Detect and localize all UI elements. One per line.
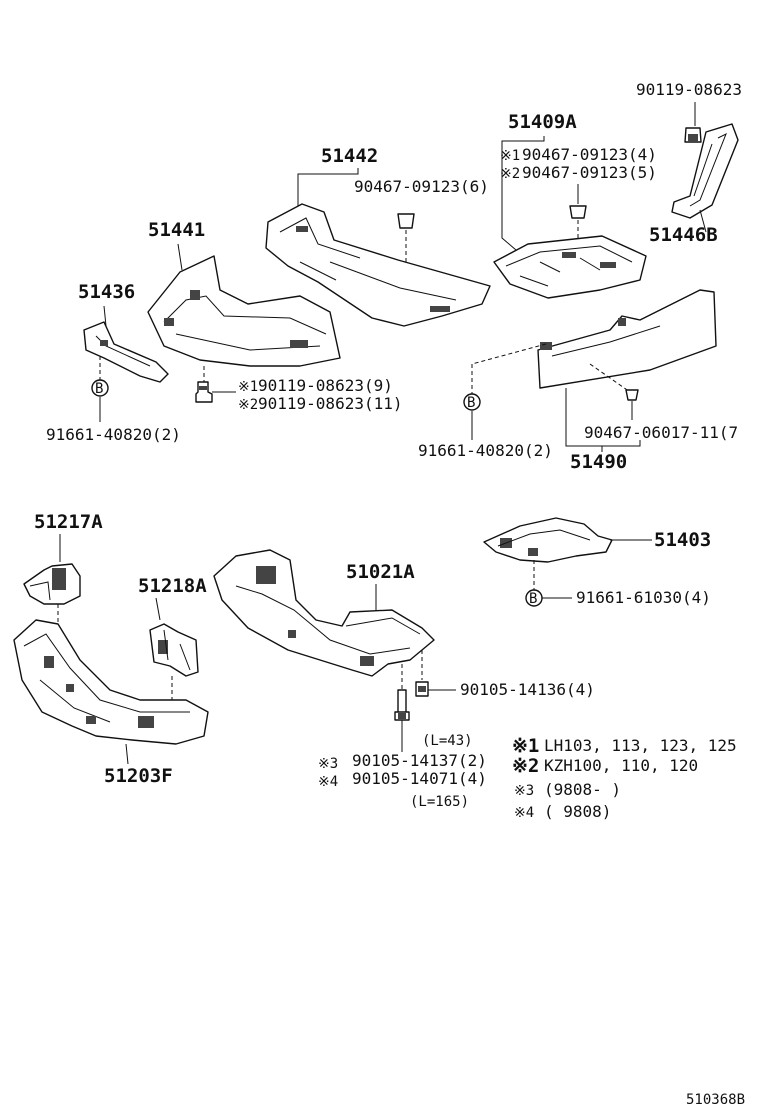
bolt-90105-14136 — [415, 681, 429, 697]
part-51203F — [13, 619, 209, 745]
part-51021A — [213, 549, 435, 677]
bolt-90119-08623-top — [684, 127, 702, 143]
label-90467-09123-5: 90467-09123(5) — [522, 163, 657, 182]
note-1-text: LH103, 113, 123, 125 — [544, 736, 737, 755]
b-mark-mid: B — [463, 393, 481, 411]
part-51218A — [149, 623, 199, 677]
note-mark-1-legend: ※1 — [512, 735, 539, 757]
bolt-90119-08623-left — [195, 381, 213, 403]
label-51441: 51441 — [148, 219, 205, 241]
label-90119-08623-top: 90119-08623 — [636, 80, 742, 99]
part-51441 — [147, 255, 341, 367]
part-51446B — [671, 123, 739, 219]
label-51436: 51436 — [78, 281, 135, 303]
part-51409A — [493, 235, 647, 299]
label-51442: 51442 — [321, 145, 378, 167]
clip-90467-09123-right — [569, 205, 587, 219]
label-51403: 51403 — [654, 529, 711, 551]
note-3-text: (9808- ) — [544, 780, 621, 799]
svg-text:B: B — [95, 381, 103, 397]
label-91661-61030: 91661-61030(4) — [576, 588, 711, 607]
diagram-code: 510368B — [686, 1092, 745, 1108]
label-90105-14071: 90105-14071(4) — [352, 769, 487, 788]
label-90119-08623-9: 90119-08623(9) — [258, 376, 393, 395]
b-mark-left: B — [91, 379, 109, 397]
bolt-90105-14137 — [394, 689, 410, 721]
b-mark-right: B — [525, 589, 543, 607]
part-51217A — [23, 563, 81, 605]
label-90467-06017-11: 90467-06017-11(7 — [584, 423, 738, 442]
note-mark-3-a: ※3 — [318, 756, 338, 772]
label-51446B: 51446B — [649, 224, 718, 246]
label-51021A: 51021A — [346, 561, 415, 583]
part-51442 — [265, 203, 491, 327]
note-mark-2-a: ※2 — [500, 166, 520, 182]
note-2-text: KZH100, 110, 120 — [544, 756, 698, 775]
label-90105-14137: 90105-14137(2) — [352, 751, 487, 770]
note-mark-1-b: ※1 — [238, 379, 258, 395]
note-4-text: ( 9808) — [544, 802, 611, 821]
label-90105-14136: 90105-14136(4) — [460, 680, 595, 699]
label-90119-08623-11: 90119-08623(11) — [258, 394, 403, 413]
label-51217A: 51217A — [34, 511, 103, 533]
note-mark-1-a: ※1 — [500, 148, 520, 164]
label-51218A: 51218A — [138, 575, 207, 597]
label-51409A: 51409A — [508, 111, 577, 133]
label-90467-09123-6: 90467-09123(6) — [354, 177, 489, 196]
note-mark-2-b: ※2 — [238, 397, 258, 413]
label-51490: 51490 — [570, 451, 627, 473]
note-mark-4-a: ※4 — [318, 774, 338, 790]
part-51490 — [537, 289, 717, 389]
label-90467-09123-4: 90467-09123(4) — [522, 145, 657, 164]
label-91661-40820-left: 91661-40820(2) — [46, 425, 181, 444]
note-mark-2-legend: ※2 — [512, 755, 539, 777]
clip-90467-09123-center — [397, 213, 415, 229]
label-l43: (L=43) — [422, 733, 473, 749]
label-91661-40820-mid: 91661-40820(2) — [418, 441, 553, 460]
svg-text:B: B — [529, 591, 537, 607]
label-l165: (L=165) — [410, 794, 469, 810]
screw-90467-06017 — [625, 389, 639, 401]
part-51403 — [483, 517, 613, 563]
note-mark-3-legend: ※3 — [514, 783, 534, 799]
note-mark-4-legend: ※4 — [514, 805, 534, 821]
part-51436 — [83, 321, 169, 383]
svg-text:B: B — [467, 395, 475, 411]
label-51203F: 51203F — [104, 765, 173, 787]
